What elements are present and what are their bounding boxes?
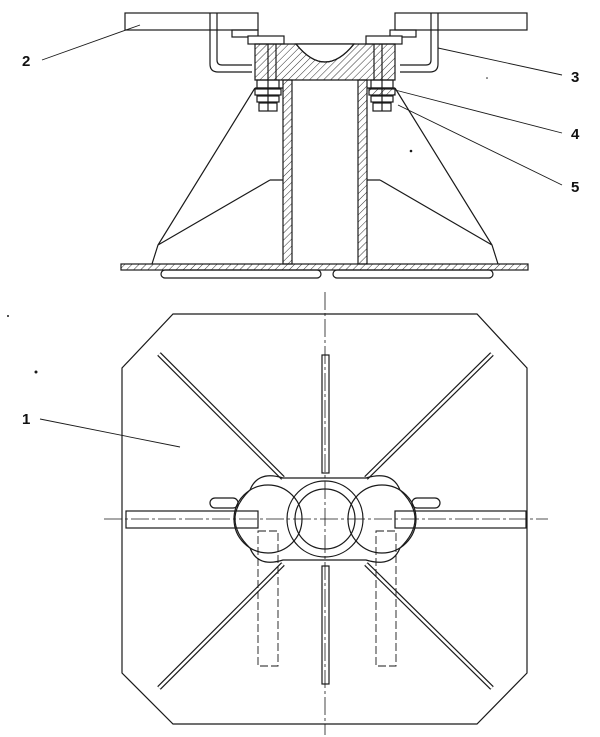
callout-1: 1	[22, 411, 30, 428]
callout-5: 5	[571, 179, 579, 196]
leader-lines	[39, 24, 563, 448]
pin-left	[209, 497, 239, 509]
clip-bar-right	[389, 29, 417, 38]
speck	[409, 149, 413, 153]
speck	[486, 77, 488, 79]
base-loop-right	[332, 269, 494, 279]
leader-3	[437, 47, 563, 76]
base-loop-left	[160, 269, 322, 279]
bolt-cap-right	[365, 35, 403, 45]
top-plate-left	[124, 12, 259, 31]
column-wall-left	[282, 79, 293, 265]
column-circle-inner	[294, 488, 356, 550]
callout-2: 2	[22, 53, 30, 70]
saddle-notch-outline	[295, 43, 355, 63]
rib-right	[367, 87, 499, 265]
callout-4: 4	[571, 126, 580, 143]
rib-diag-bl-inner	[158, 563, 284, 689]
rib-vertical-bottom	[321, 565, 330, 685]
scan-specks	[7, 77, 488, 374]
hidden-leg-left	[257, 530, 279, 667]
lug-circle-right	[347, 484, 417, 554]
leader-5	[397, 104, 563, 186]
rib-vertical-top	[321, 354, 330, 474]
arm-bar-left	[125, 510, 259, 529]
pin-right	[411, 497, 441, 509]
hook-bracket-right	[400, 13, 439, 73]
leader-2	[41, 24, 141, 61]
column-circle-outer	[286, 480, 364, 558]
leader-1	[39, 418, 181, 448]
lug-circle-left	[233, 484, 303, 554]
leader-4	[394, 89, 563, 134]
callout-3: 3	[571, 69, 579, 86]
hidden-leg-right	[375, 530, 397, 667]
hook-bracket-left	[209, 13, 252, 73]
speck	[7, 315, 9, 317]
top-plate-right	[394, 12, 528, 31]
rib-diag-tl-inner	[158, 353, 284, 479]
elevation-view	[120, 12, 529, 279]
rib-diag-tr-inner	[365, 353, 493, 479]
column-wall-right	[357, 79, 368, 265]
bolt-cap-left	[247, 35, 285, 45]
base-plate-outline	[121, 313, 528, 725]
rib-left	[151, 87, 283, 265]
speck	[34, 370, 38, 374]
callout-labels: 1 2 3 4 5	[22, 53, 580, 428]
rib-diag-br-inner	[365, 563, 493, 689]
arm-bar-right	[394, 510, 527, 529]
base-plate	[120, 263, 529, 271]
plan-view	[104, 292, 548, 735]
clip-bar-left	[231, 29, 259, 38]
